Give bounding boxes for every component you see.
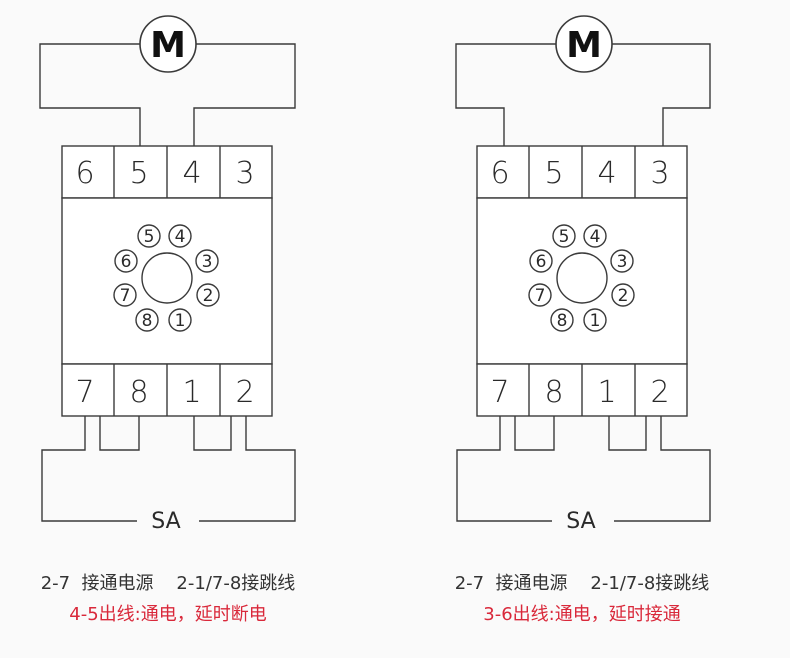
socket-pin-label: 8	[142, 311, 153, 331]
switch-wire-left	[456, 416, 552, 522]
switch-wire-right	[614, 416, 711, 522]
terminal-label: 4	[182, 156, 201, 191]
socket-pin-label: 3	[617, 252, 628, 272]
switch-wire-right	[199, 416, 296, 522]
jumper-wire-7-8	[514, 416, 555, 451]
socket-pin-label: 1	[175, 311, 186, 331]
terminal-label: 5	[544, 156, 563, 191]
socket-pin-label: 7	[120, 286, 131, 306]
relay-diagram-right: M 6 5 4 3 5 4 6 3 7 2 8 1 7 8 1 2	[455, 15, 711, 625]
caption-output: 4-5出线:通电，延时断电	[69, 604, 266, 625]
terminal-label: 1	[182, 375, 201, 410]
terminal-label: 2	[235, 375, 254, 410]
jumper-wire-7-8	[99, 416, 140, 451]
socket-pin-label: 2	[618, 286, 629, 306]
motor-wire-right-b	[612, 43, 711, 146]
socket-pin-label: 6	[121, 252, 132, 272]
socket-pin-label: 6	[536, 252, 547, 272]
terminal-label: 3	[235, 156, 254, 191]
motor-icon	[555, 15, 613, 73]
socket-pin-label: 8	[557, 311, 568, 331]
socket-pin-label: 3	[202, 252, 213, 272]
socket-pins: 5 4 6 3 7 2 8 1	[113, 224, 220, 332]
socket-pins: 5 4 6 3 7 2 8 1	[528, 224, 635, 332]
motor-label: M	[150, 25, 186, 66]
terminal-label: 4	[597, 156, 616, 191]
socket-center-hole	[556, 252, 608, 304]
terminal-label: 1	[597, 375, 616, 410]
motor-wire-left-a	[39, 43, 141, 146]
motor-label: M	[566, 25, 602, 66]
terminal-label: 6	[490, 156, 509, 191]
relay-body	[61, 197, 273, 365]
switch-wire-left	[41, 416, 137, 522]
socket-pin-label: 5	[144, 227, 155, 247]
caption-wiring: 2-7 接通电源 2-1/7-8接跳线	[41, 573, 296, 594]
caption-output: 3-6出线:通电，延时接通	[483, 604, 680, 625]
motor-icon	[139, 15, 197, 73]
switch-label: SA	[151, 509, 180, 534]
terminal-label: 8	[544, 375, 563, 410]
motor-wire-left-b	[193, 43, 296, 146]
terminal-label: 3	[650, 156, 669, 191]
motor-wire-right-a	[455, 43, 556, 146]
socket-pin-label: 1	[590, 311, 601, 331]
relay-body	[476, 197, 688, 365]
switch-label: SA	[566, 509, 595, 534]
caption-wiring: 2-7 接通电源 2-1/7-8接跳线	[455, 573, 710, 594]
terminal-label: 7	[75, 375, 94, 410]
terminal-label: 7	[490, 375, 509, 410]
socket-pin-label: 4	[175, 227, 186, 247]
socket-pin-label: 4	[590, 227, 601, 247]
socket-pin-label: 2	[203, 286, 214, 306]
terminal-label: 2	[650, 375, 669, 410]
terminal-label: 8	[129, 375, 148, 410]
jumper-wire-1-2	[193, 416, 232, 451]
socket-pin-label: 7	[535, 286, 546, 306]
jumper-wire-1-2	[608, 416, 647, 451]
relay-diagram-left: M 6 5 4 3 5 4 6 3 7 2 8 1 7 8 1 2	[39, 15, 296, 625]
socket-center-hole	[141, 252, 193, 304]
terminal-label: 5	[129, 156, 148, 191]
socket-pin-label: 5	[559, 227, 570, 247]
terminal-label: 6	[75, 156, 94, 191]
